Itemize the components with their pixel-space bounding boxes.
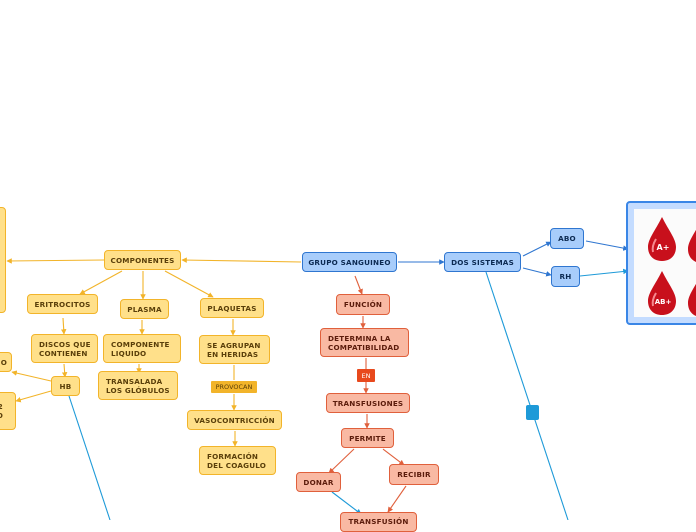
blood-types-image-node[interactable]: A+ AB+ <box>626 201 696 325</box>
node-discos-que-contienen[interactable]: DISCOS QUE CONTIENEN <box>31 334 98 363</box>
node-transfusiones[interactable]: TRANSFUSIONES <box>326 393 410 413</box>
node-eritrocitos[interactable]: ERITROCITOS <box>27 294 98 314</box>
relationship-square[interactable] <box>526 405 539 420</box>
blood-types-image: A+ AB+ <box>634 209 696 317</box>
svg-text:A+: A+ <box>657 243 670 252</box>
node-dos-sistemas[interactable]: DOS SISTEMAS <box>444 252 521 272</box>
root-node-grupo-sanguineo[interactable]: GRUPO SANGUINEO <box>302 252 397 272</box>
node-se-agrupan-en-heridas[interactable]: SE AGRUPAN EN HERIDAS <box>199 335 270 364</box>
node-transfusion-cut[interactable]: TRANSFUSIÓN <box>340 512 417 532</box>
blood-drop-cut-icon <box>688 229 696 316</box>
node-plaquetas[interactable]: PLAQUETAS <box>200 298 264 318</box>
svg-text:AB+: AB+ <box>655 298 672 306</box>
node-permite[interactable]: PERMITE <box>341 428 394 448</box>
node-hb[interactable]: HB <box>51 376 80 396</box>
cut-node-left-2o[interactable]: 2 O <box>0 392 16 430</box>
node-donar[interactable]: DONAR <box>296 472 341 492</box>
label-provocan[interactable]: PROVOCAN <box>211 381 257 393</box>
node-vasocontriccion[interactable]: VASOCONTRICCIÓN <box>187 410 282 430</box>
blood-drop-ab-plus-icon: AB+ <box>648 271 676 315</box>
node-determina-la-compatibilidad[interactable]: DETERMINA LA COMPATIBILIDAD <box>320 328 409 357</box>
label-en[interactable]: EN <box>357 369 375 382</box>
blood-drop-a-plus-icon: A+ <box>648 217 676 261</box>
cut-node-left-o[interactable]: O <box>0 352 12 372</box>
connector-layer <box>6 240 629 520</box>
node-funcion[interactable]: FUNCIÓN <box>336 294 390 315</box>
node-plasma[interactable]: PLASMA <box>120 299 169 319</box>
node-recibir[interactable]: RECIBIR <box>389 464 439 485</box>
node-transalada-los-globulos[interactable]: TRANSALADA LOS GLÓBULOS <box>98 371 178 400</box>
node-componente-liquido[interactable]: COMPONENTE LIQUIDO <box>103 334 181 363</box>
node-rh[interactable]: RH <box>551 266 580 287</box>
node-componentes[interactable]: COMPONENTES <box>104 250 181 270</box>
node-abo[interactable]: ABO <box>550 228 584 249</box>
node-formacion-del-coagulo[interactable]: FORMACIÓN DEL COAGULO <box>199 446 276 475</box>
cut-node-left-large[interactable] <box>0 207 6 313</box>
